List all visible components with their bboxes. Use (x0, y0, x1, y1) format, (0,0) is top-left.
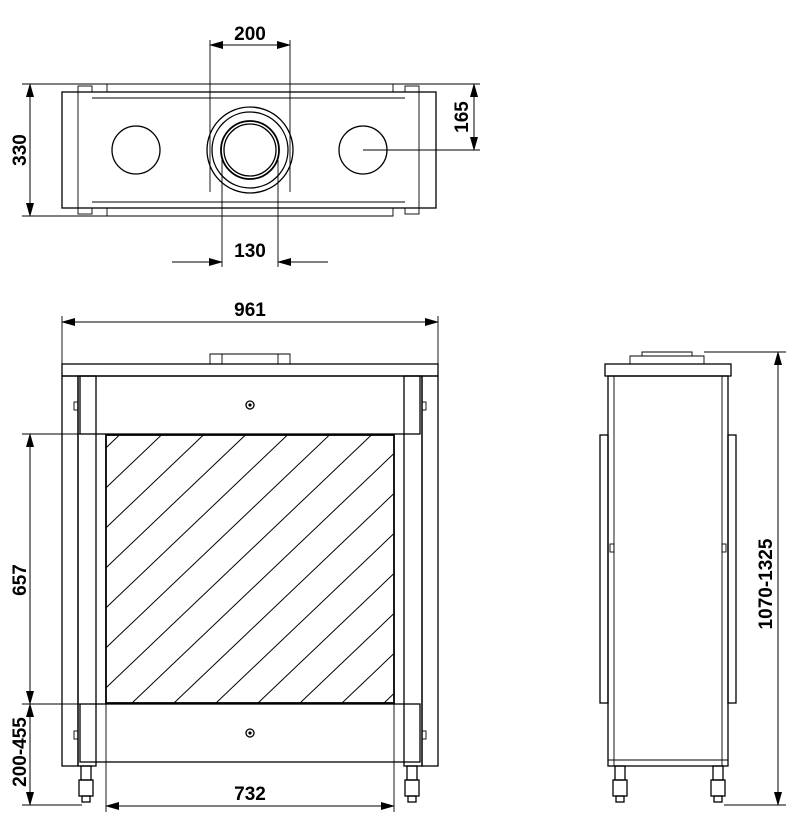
glass-hatch-line (468, 435, 749, 703)
glass-hatch-line (215, 532, 394, 703)
glass-hatch-line (106, 435, 372, 689)
glass-hatch-line (510, 435, 791, 703)
glass-hatch-line (131, 452, 394, 703)
dim-label-1070-1325: 1070-1325 (756, 538, 777, 629)
glass-hatch-line (106, 435, 246, 569)
dim-label-130: 130 (234, 241, 266, 262)
glass-hatch-line (106, 435, 162, 489)
glass-hatch-line (383, 692, 394, 703)
dim-top-flue-outer: 200 (209, 24, 291, 192)
dim-label-657: 657 (10, 564, 31, 596)
dim-front-width: 961 (61, 300, 439, 364)
front-view: 961 657 200-455 732 (10, 300, 791, 812)
glass-hatch-line (106, 435, 288, 609)
front-top-screw-icon (245, 400, 255, 410)
front-top-frame (79, 375, 421, 435)
dim-label-200: 200 (234, 24, 266, 45)
dim-label-330: 330 (10, 134, 31, 166)
glass-hatch-line (341, 652, 394, 703)
glass-hatch-line (106, 435, 330, 649)
dim-top-offset: 165 (363, 83, 480, 151)
glass-hatching (106, 435, 791, 703)
dim-top-depth: 330 (10, 83, 107, 217)
dim-label-165: 165 (452, 101, 473, 133)
side-left-glass (599, 434, 609, 704)
dim-label-200-455: 200-455 (10, 717, 31, 787)
glass-hatch-line (106, 435, 204, 529)
glass-hatch-line (299, 612, 394, 703)
top-left-port (111, 125, 161, 175)
front-glass (105, 434, 395, 704)
side-legs (612, 765, 726, 803)
glass-hatch-line (426, 435, 707, 703)
top-view: 200 130 330 165 (10, 24, 480, 267)
glass-hatch-line (173, 492, 394, 703)
dim-top-flue-inner: 130 (172, 160, 328, 267)
front-legs (78, 765, 420, 803)
dim-label-732: 732 (234, 784, 266, 805)
dim-front-opening-height: 657 (10, 433, 106, 705)
side-body (607, 375, 729, 767)
flue-collar (206, 106, 294, 194)
dim-side-total-height: 1070-1325 (704, 351, 786, 806)
glass-hatch-line (257, 572, 394, 703)
front-bottom-frame (79, 703, 421, 763)
side-view: 1070-1325 (599, 351, 786, 806)
dim-label-961: 961 (234, 300, 266, 321)
side-right-glass (727, 434, 737, 704)
dim-front-leg-height: 200-455 (10, 703, 82, 806)
dim-front-glass-width: 732 (105, 703, 395, 812)
front-bottom-screw-icon (245, 728, 255, 738)
